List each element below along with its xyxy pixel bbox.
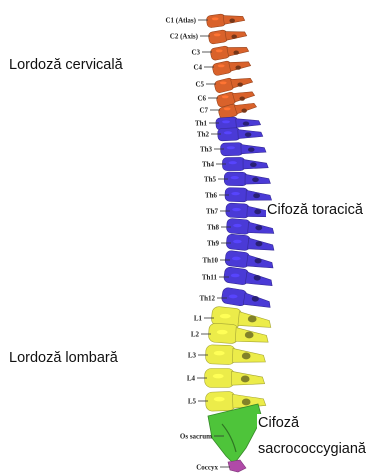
sacral-vertebra-label: Os sacrum bbox=[180, 432, 212, 440]
thoracic-vertebra-label: Th3 bbox=[200, 145, 213, 153]
coccyx-bone bbox=[228, 460, 246, 472]
thoracic-vertebra-label: Th9 bbox=[207, 239, 220, 247]
lumbar-lordosis-label: Lordoză lombară bbox=[8, 349, 119, 367]
lumbar-vertebra bbox=[205, 345, 266, 366]
thoracic-vertebra bbox=[226, 234, 275, 253]
thoracic-vertebra bbox=[221, 287, 272, 311]
thoracic-vertebra-label: Th11 bbox=[202, 273, 218, 281]
thoracic-vertebra-label: Th12 bbox=[199, 294, 215, 302]
thoracic-vertebra-label: Th7 bbox=[206, 207, 219, 215]
cervical-vertebra bbox=[210, 42, 249, 61]
coccyx-vertebra-label: Coccyx bbox=[196, 463, 218, 471]
thoracic-vertebra-label: Th2 bbox=[197, 130, 210, 138]
cervical-vertebra-label: C3 bbox=[191, 48, 200, 56]
cervical-vertebra-label: C2 (Axis) bbox=[170, 32, 199, 40]
cervical-vertebra bbox=[208, 26, 247, 44]
cervical-vertebra-label: C5 bbox=[195, 80, 204, 88]
thoracic-vertebra bbox=[222, 157, 268, 170]
thoracic-vertebra-label: Th4 bbox=[202, 160, 215, 168]
cervical-vertebra-label: C4 bbox=[193, 63, 202, 71]
thoracic-kyphosis-label: Cifoză toracică bbox=[266, 201, 364, 219]
thoracic-vertebra-label: Th1 bbox=[195, 119, 208, 127]
lumbar-vertebra-label: L4 bbox=[187, 374, 196, 382]
cervical-vertebra-label: C7 bbox=[199, 106, 208, 114]
thoracic-vertebra-label: Th5 bbox=[204, 175, 217, 183]
cervical-vertebra-label: C1 (Atlas) bbox=[165, 16, 196, 24]
cervical-lordosis-label: Lordoză cervicală bbox=[8, 56, 124, 74]
lumbar-vertebra bbox=[205, 369, 265, 388]
thoracic-vertebra bbox=[225, 187, 272, 202]
lumbar-vertebra-label: L1 bbox=[194, 314, 203, 322]
lumbar-vertebra-label: L5 bbox=[188, 397, 197, 405]
sacrococcygeal-kyphosis-label-line1: Cifoză bbox=[257, 414, 300, 432]
thoracic-vertebra bbox=[218, 127, 263, 142]
thoracic-vertebra-label: Th8 bbox=[207, 223, 220, 231]
thoracic-vertebra-label: Th6 bbox=[205, 191, 218, 199]
thoracic-vertebra bbox=[224, 172, 270, 186]
sacrococcygeal-kyphosis-label-line2: sacrococcygiană bbox=[257, 440, 367, 458]
thoracic-vertebra bbox=[223, 267, 274, 289]
sacrum-bone bbox=[208, 404, 262, 464]
lumbar-vertebra-label: L3 bbox=[188, 351, 197, 359]
lumbar-vertebra-label: L2 bbox=[191, 330, 200, 338]
thoracic-vertebra-label: Th10 bbox=[202, 256, 218, 264]
cervical-vertebra bbox=[206, 11, 245, 28]
cervical-vertebra-label: C6 bbox=[197, 94, 206, 102]
thoracic-vertebra bbox=[220, 142, 266, 156]
thoracic-vertebra bbox=[226, 218, 274, 236]
cervical-vertebra bbox=[214, 73, 254, 94]
